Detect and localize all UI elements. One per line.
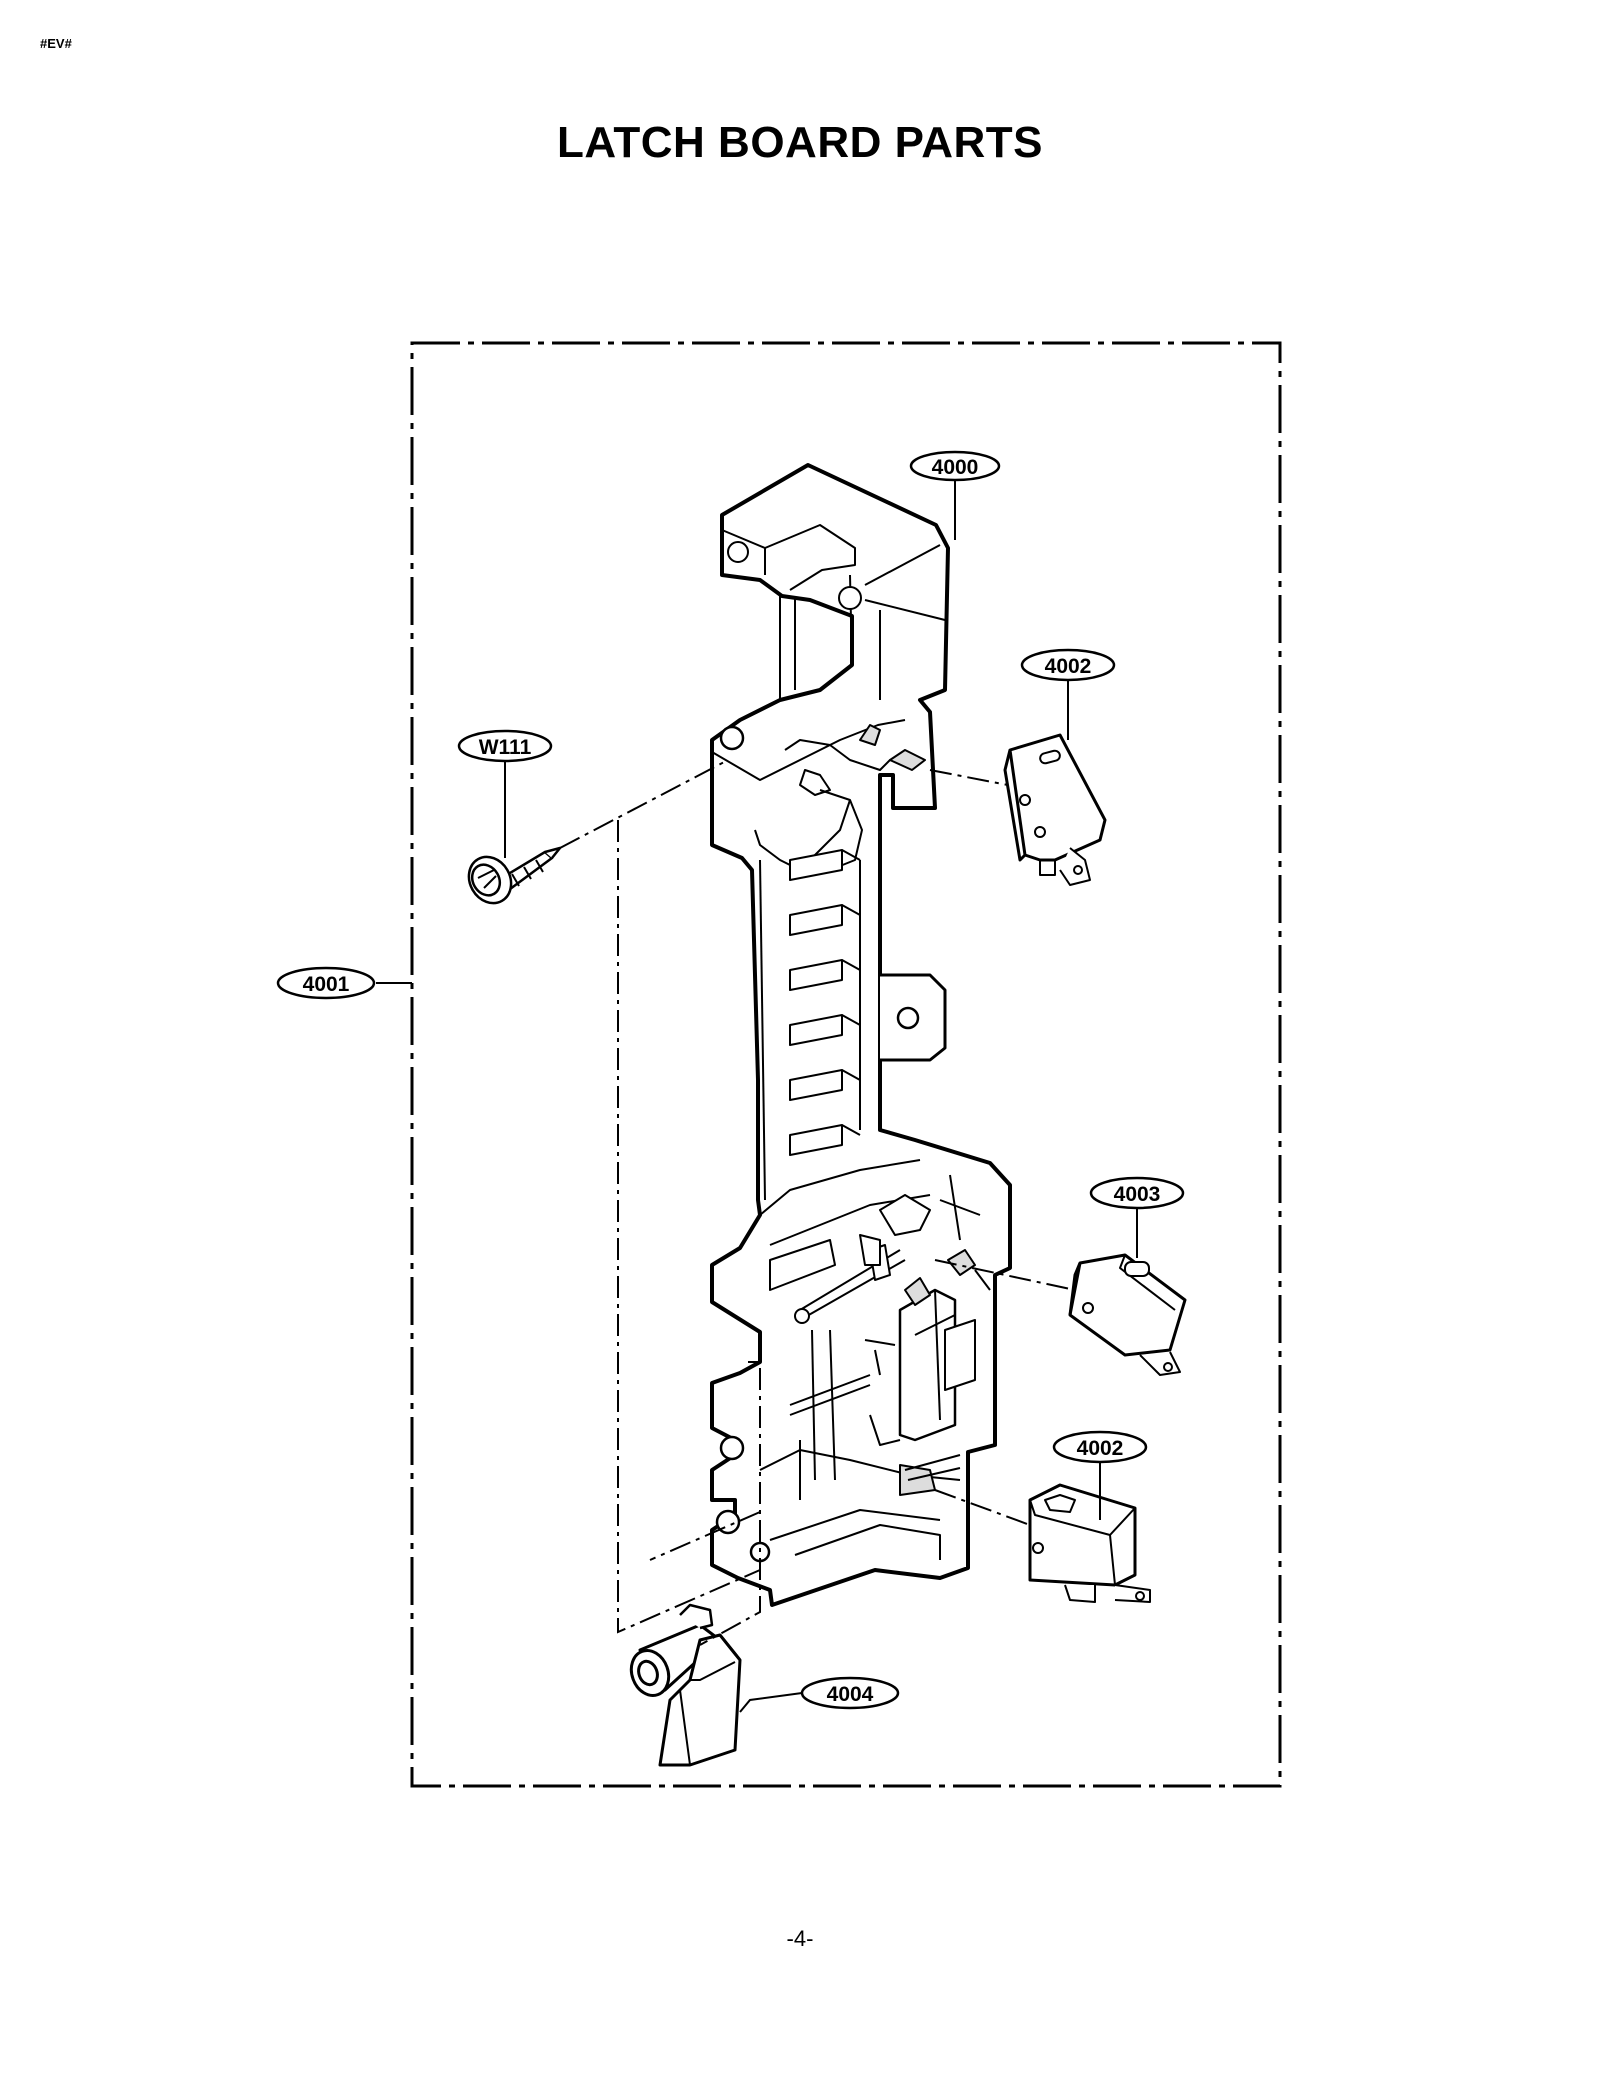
callout-4003: 4003 [1089,1176,1185,1210]
callout-4004-label: 4004 [827,1683,874,1706]
micro-switch-4003 [1068,1253,1187,1376]
callout-w111: W111 [457,729,553,763]
assembly-guide-lines [559,759,1076,1646]
callout-4000: 4000 [909,450,1001,482]
page-number: -4- [786,1926,814,1951]
callout-4002-lower: 4002 [1052,1430,1148,1464]
latch-lever-4004 [629,1603,742,1767]
callout-w111-label: W111 [479,736,532,759]
callout-4004: 4004 [800,1676,900,1710]
callout-4003-label: 4003 [1114,1183,1161,1206]
page-title: LATCH BOARD PARTS [557,118,1043,167]
callout-4001-label: 4001 [303,973,350,996]
callout-4000-label: 4000 [932,456,979,479]
micro-switch-4002-upper [1003,733,1107,886]
micro-switch-4002-lower [1028,1483,1151,1603]
latch-board-body [710,463,1012,1607]
callout-4002-upper: 4002 [1020,648,1116,682]
callout-4002-lower-label: 4002 [1077,1437,1124,1460]
screw-w111 [467,846,562,905]
assembly-frame [410,341,1282,1788]
callout-4002-upper-label: 4002 [1045,655,1092,678]
document-code: #EV# [40,36,72,51]
callout-4001: 4001 [276,966,376,1000]
callout-leaders [376,479,1138,1713]
